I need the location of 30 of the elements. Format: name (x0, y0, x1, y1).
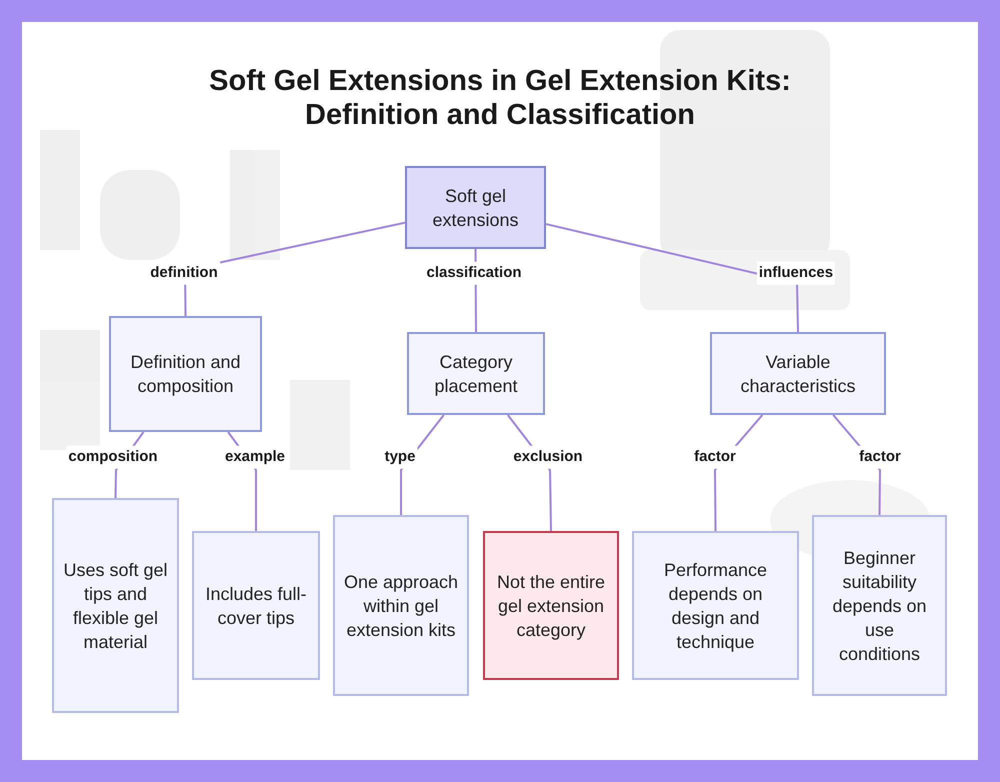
edge-label: example (222, 446, 288, 468)
process-box (109, 316, 262, 432)
node-text: Beginner suitability depends on use conditions (831, 546, 928, 666)
process-box (632, 531, 799, 680)
edge-label: type (382, 446, 418, 468)
edge-label: factor (692, 446, 738, 468)
node-text: Category placement (433, 350, 519, 398)
process-box (483, 531, 619, 680)
node-text: One approach within gel extension kits (343, 570, 459, 642)
edge-label: definition (148, 262, 220, 284)
process-box (407, 332, 545, 415)
edge-label: classification (424, 262, 524, 284)
edge-label: exclusion (511, 446, 585, 468)
process-box (52, 498, 179, 713)
process-box (192, 531, 320, 680)
process-box (710, 332, 886, 415)
edge-label: influences (756, 262, 836, 284)
node-text: Performance depends on design and technique (662, 558, 768, 654)
node-text: Uses soft gel tips and flexible gel material (62, 558, 169, 654)
edge-label: composition (66, 446, 160, 468)
diagram-title: Soft Gel Extensions in Gel Extension Kits: Definition and Classification (208, 64, 792, 132)
node-text: Variable characteristics (739, 350, 857, 398)
node-text: Definition and composition (129, 351, 242, 398)
node-text: Includes full-cover tips (204, 582, 308, 630)
edge-label: factor (857, 446, 903, 468)
node-text: Not the entire gel extension category (496, 570, 606, 642)
process-box (333, 515, 469, 696)
process-box (405, 166, 546, 249)
node-text: Soft gel extensions (431, 184, 520, 232)
process-box (812, 515, 947, 696)
